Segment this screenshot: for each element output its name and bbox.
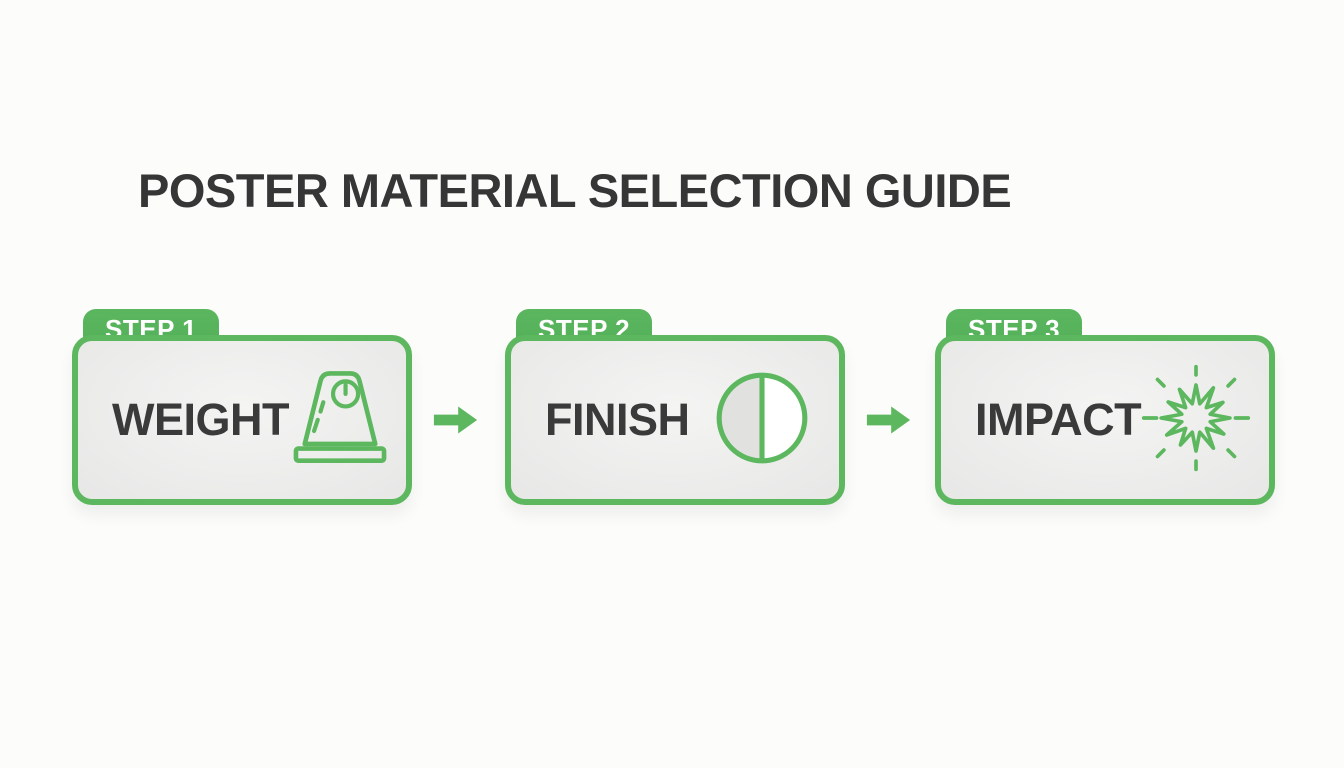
arrow-right-icon: [864, 402, 913, 438]
step-body: FINISH: [505, 335, 845, 505]
arrow-right-icon: [431, 402, 480, 438]
page-title: POSTER MATERIAL SELECTION GUIDE: [138, 164, 1012, 218]
step-card-impact: STEP 3 IMPACT: [935, 309, 1275, 510]
step-card-finish: STEP 2 FINISH: [505, 309, 845, 510]
matte-glossy-finish-icon: [711, 367, 813, 474]
step-label: IMPACT: [975, 394, 1142, 445]
starburst-impact-icon: [1141, 363, 1251, 478]
weight-scale-icon: [289, 366, 391, 475]
step-label: FINISH: [545, 394, 690, 445]
step-card-weight: STEP 1 WEIGHT: [72, 309, 412, 510]
step-body: WEIGHT: [72, 335, 412, 505]
step-body: IMPACT: [935, 335, 1275, 505]
step-label: WEIGHT: [112, 394, 289, 445]
